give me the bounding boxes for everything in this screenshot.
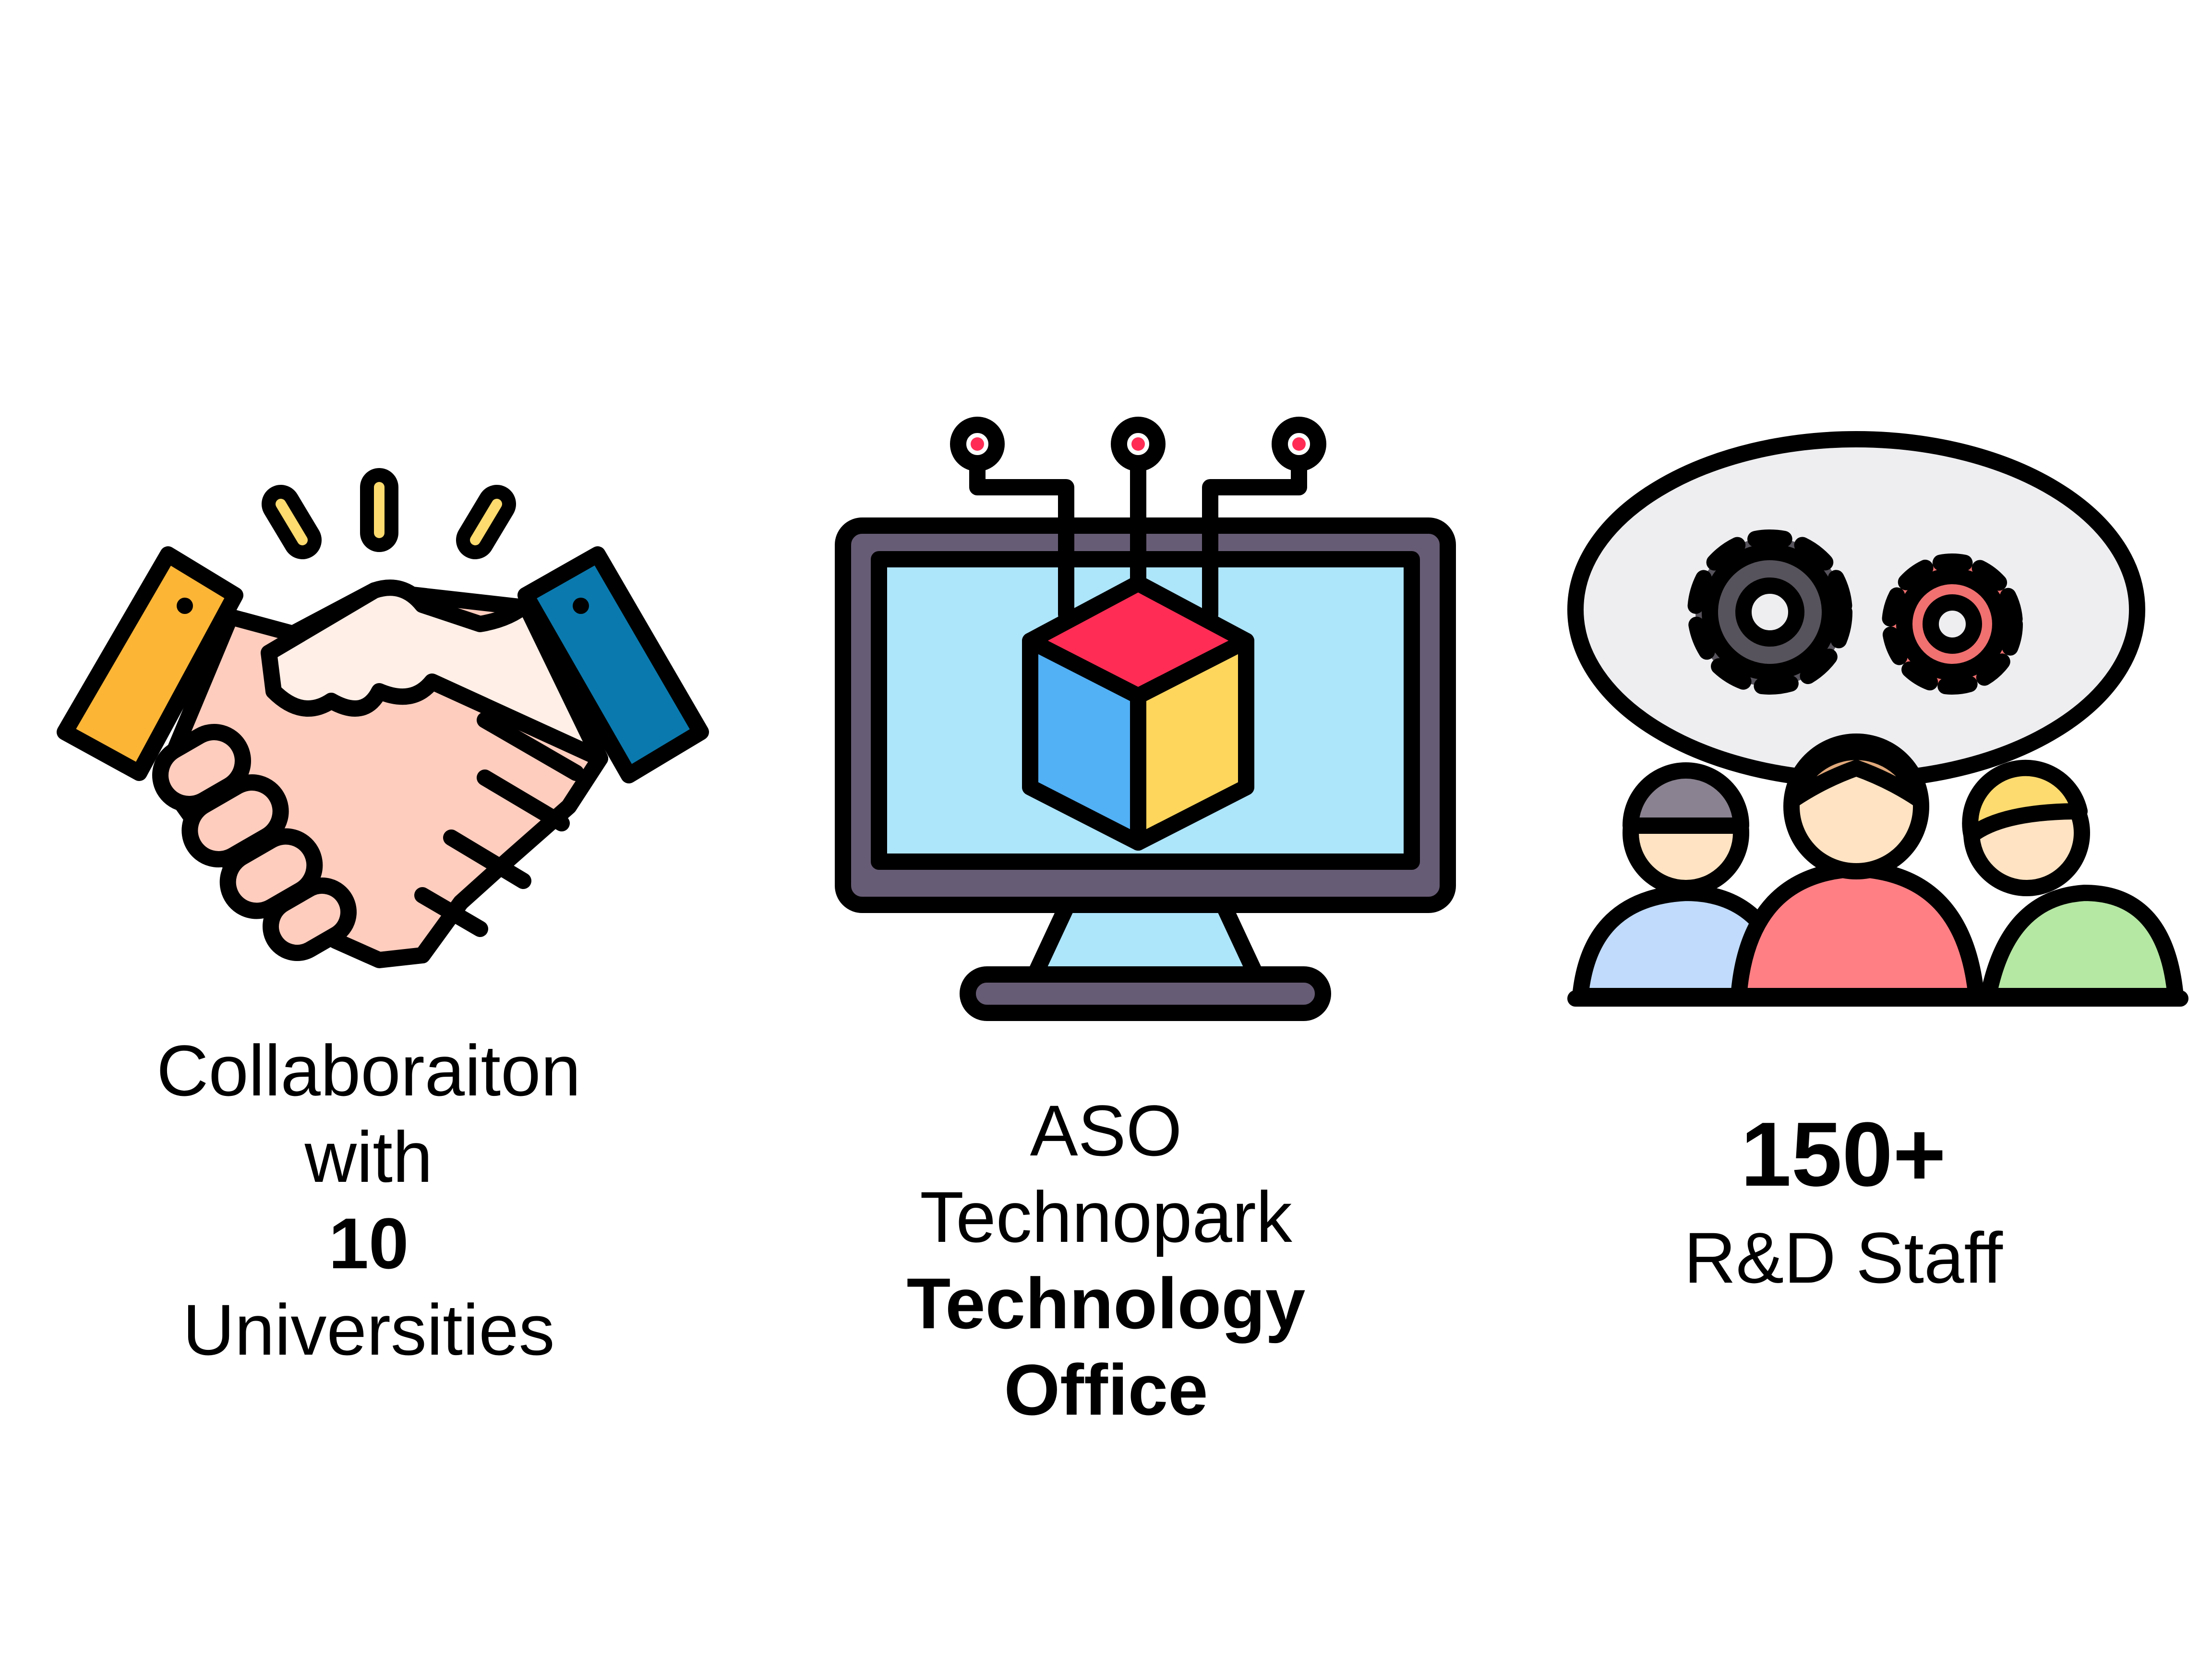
- handshake-icon: [57, 468, 709, 968]
- caption-line: R&D Staff: [1683, 1217, 2003, 1298]
- caption-line: with: [304, 1117, 433, 1197]
- card-technopark: ASO Technopark Technology Office: [737, 0, 1475, 1659]
- caption-line: Collaboraiton: [156, 1030, 581, 1111]
- staff-caption: 150+ R&D Staff: [1475, 1099, 2212, 1301]
- gear-dark-icon: [1687, 529, 1852, 695]
- monitor-cube-icon: [835, 417, 1456, 1021]
- caption-line-bold: Technology: [906, 1263, 1306, 1344]
- caption-line: ASO: [1030, 1090, 1182, 1171]
- card-staff: 150+ R&D Staff: [1475, 0, 2212, 1659]
- staff-count: 150+: [1741, 1104, 1946, 1205]
- team-gears-icon: [1567, 431, 2188, 1007]
- technopark-caption: ASO Technopark Technology Office: [737, 1087, 1475, 1433]
- caption-line: Universities: [182, 1289, 555, 1370]
- universities-count: 10: [328, 1203, 409, 1284]
- caption-line: Technopark: [920, 1177, 1292, 1257]
- card-collaboration: Collaboraiton with 10 Universities: [0, 0, 737, 1659]
- collaboration-caption: Collaboraiton with 10 Universities: [0, 1027, 737, 1373]
- gear-red-icon: [1882, 553, 2023, 695]
- caption-line-bold: Office: [1004, 1349, 1208, 1430]
